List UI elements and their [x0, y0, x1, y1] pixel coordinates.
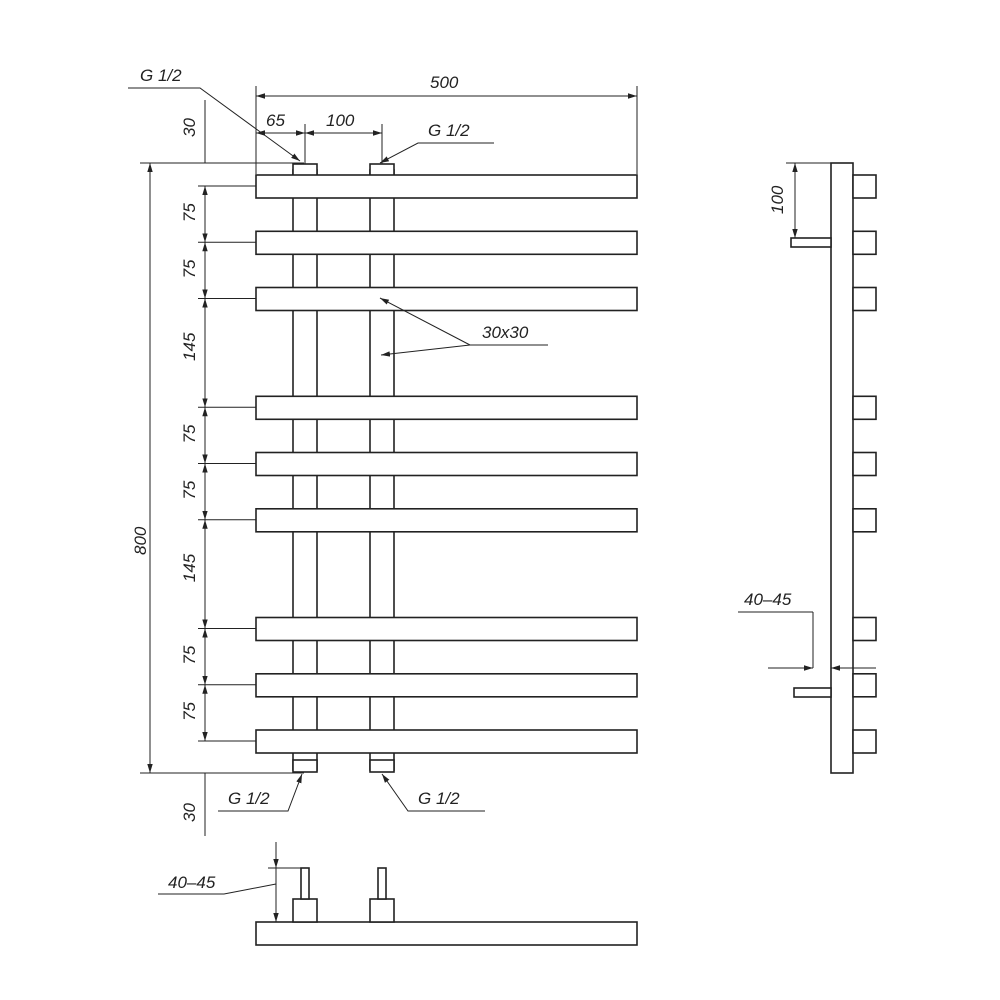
front-horizontal-bar: [255, 507, 638, 533]
side-view-bar-end: [852, 729, 877, 754]
bottom-view-left-pipe: [292, 898, 318, 923]
front-top-left-stub: [292, 163, 318, 177]
dim-side-offset: 100: [768, 185, 787, 214]
front-horizontal-bar: [255, 451, 638, 477]
dim-gap-top: 30: [180, 118, 199, 137]
front-horizontal-bar: [255, 672, 638, 698]
thread-label-bottom-left: G 1/2: [228, 789, 270, 808]
dim-overall-height: 800: [131, 526, 150, 555]
side-view: 100 40–45: [738, 162, 877, 774]
front-dimensions: 500 65 100 G 1/2 G 1/2 30x30 800 30 30 7…: [128, 66, 638, 836]
front-horizontal-bar: [255, 729, 638, 754]
bar-gap-label: 75: [180, 701, 199, 720]
thread-label-top-left: G 1/2: [140, 66, 182, 85]
front-bottom-left-stub: [292, 759, 318, 773]
dim-wall-side: 40–45: [744, 590, 792, 609]
bar-gap-label: 75: [180, 424, 199, 443]
profile-label: 30x30: [482, 323, 529, 342]
dim-pipe-spacing: 100: [326, 111, 355, 130]
dim-wall-front: 40–45: [168, 873, 216, 892]
dim-gap-bottom: 30: [180, 803, 199, 822]
side-view-bottom-bracket: [793, 687, 832, 698]
front-horizontal-bar: [255, 616, 638, 642]
bar-gap-label: 145: [180, 332, 199, 361]
bottom-view: 40–45: [158, 842, 638, 946]
side-view-vertical-pipe: [830, 162, 854, 774]
bar-gap-label: 75: [180, 480, 199, 499]
side-view-bar-end: [852, 451, 877, 477]
bottom-view-right-nipple: [377, 867, 387, 900]
side-view-bar-end: [852, 616, 877, 642]
dim-offset-left: 65: [266, 111, 285, 130]
thread-label-bottom-right: G 1/2: [418, 789, 460, 808]
bar-gap-label: 75: [180, 259, 199, 278]
side-view-bar-ends: [852, 174, 877, 754]
thread-label-top-right: G 1/2: [428, 121, 470, 140]
bar-gap-label: 75: [180, 203, 199, 222]
bottom-view-left-nipple: [300, 867, 310, 900]
side-view-top-bracket: [790, 237, 832, 248]
front-horizontal-bar: [255, 230, 638, 256]
front-horizontal-bars: [255, 174, 638, 754]
side-view-bar-end: [852, 230, 877, 256]
front-top-right-stub: [369, 163, 395, 177]
side-view-bar-end: [852, 286, 877, 312]
side-view-bar-end: [852, 174, 877, 199]
bottom-view-right-pipe: [369, 898, 395, 923]
front-bottom-right-stub: [369, 759, 395, 773]
side-view-bar-end: [852, 507, 877, 533]
front-horizontal-bar: [255, 174, 638, 199]
bottom-view-bar: [255, 921, 638, 946]
dim-overall-width: 500: [430, 73, 459, 92]
front-view: [255, 163, 638, 773]
front-horizontal-bar: [255, 395, 638, 421]
side-view-bar-end: [852, 395, 877, 421]
side-view-bar-end: [852, 672, 877, 698]
bar-spacing-chain: 75 75 145 75 75 145 75 75: [180, 185, 256, 742]
bar-gap-label: 75: [180, 645, 199, 664]
bar-gap-label: 145: [180, 553, 199, 582]
front-horizontal-bar: [255, 286, 638, 312]
